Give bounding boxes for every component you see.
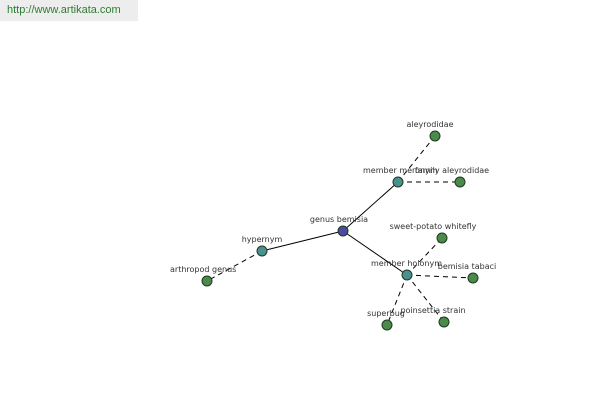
leaf-node-label: poinsettia strain	[400, 306, 465, 315]
relation-node-circle[interactable]	[392, 176, 404, 188]
node-sweet-potato-whitefly[interactable]: sweet-potato whitefly	[390, 222, 477, 244]
leaf-node-circle[interactable]	[381, 319, 393, 331]
node-superbug[interactable]: superbug	[367, 309, 405, 331]
leaf-node-label: arthropod genus	[170, 265, 236, 274]
node-member-holonym[interactable]: member holonym	[371, 259, 442, 281]
relation-node-label: member holonym	[371, 259, 442, 268]
relation-node-circle[interactable]	[401, 269, 413, 281]
node-family-aleyrodidae[interactable]: family aleyrodidae	[415, 166, 489, 188]
leaf-node-label: bemisia tabaci	[438, 262, 497, 271]
leaf-node-label: aleyrodidae	[407, 120, 454, 129]
leaf-node-circle[interactable]	[467, 272, 479, 284]
edge-holonym-poinsettia-strain	[406, 274, 445, 323]
edge-holonym-bemisia-tabaci	[406, 274, 474, 279]
leaf-node-circle[interactable]	[454, 176, 466, 188]
nodes: genus bemisia hypernym member meronym me…	[170, 120, 497, 331]
leaf-node-label: sweet-potato whitefly	[390, 222, 477, 231]
leaf-node-circle[interactable]	[436, 232, 448, 244]
leaf-node-circle[interactable]	[438, 316, 450, 328]
node-genus-bemisia[interactable]: genus bemisia	[310, 215, 368, 237]
node-hypernym[interactable]: hypernym	[242, 235, 283, 257]
edge-meronym-aleyrodidae	[397, 135, 436, 183]
relation-node-label: hypernym	[242, 235, 283, 244]
edge-hypernym-arthropod-genus	[206, 250, 263, 282]
edge-center-member-meronym	[342, 181, 399, 232]
leaf-node-circle[interactable]	[429, 130, 441, 142]
relation-node-circle[interactable]	[256, 245, 268, 257]
site-link[interactable]: http://www.artikata.com	[0, 0, 138, 21]
center-node-circle[interactable]	[337, 225, 349, 237]
relation-node-label: member meronym	[363, 166, 438, 175]
node-aleyrodidae[interactable]: aleyrodidae	[407, 120, 454, 142]
center-node-label: genus bemisia	[310, 215, 368, 224]
edge-center-member-holonym	[342, 230, 408, 276]
edge-center-hypernym	[261, 230, 344, 252]
node-arthropod-genus[interactable]: arthropod genus	[170, 265, 236, 287]
edges	[206, 135, 474, 326]
leaf-node-circle[interactable]	[201, 275, 213, 287]
node-poinsettia-strain[interactable]: poinsettia strain	[400, 306, 466, 328]
leaf-node-label: family aleyrodidae	[415, 166, 489, 175]
node-bemisia-tabaci[interactable]: bemisia tabaci	[438, 262, 497, 284]
node-member-meronym[interactable]: member meronym	[363, 166, 438, 188]
edge-holonym-sweet-potato-whitefly	[406, 237, 443, 276]
leaf-node-label: superbug	[367, 309, 405, 318]
